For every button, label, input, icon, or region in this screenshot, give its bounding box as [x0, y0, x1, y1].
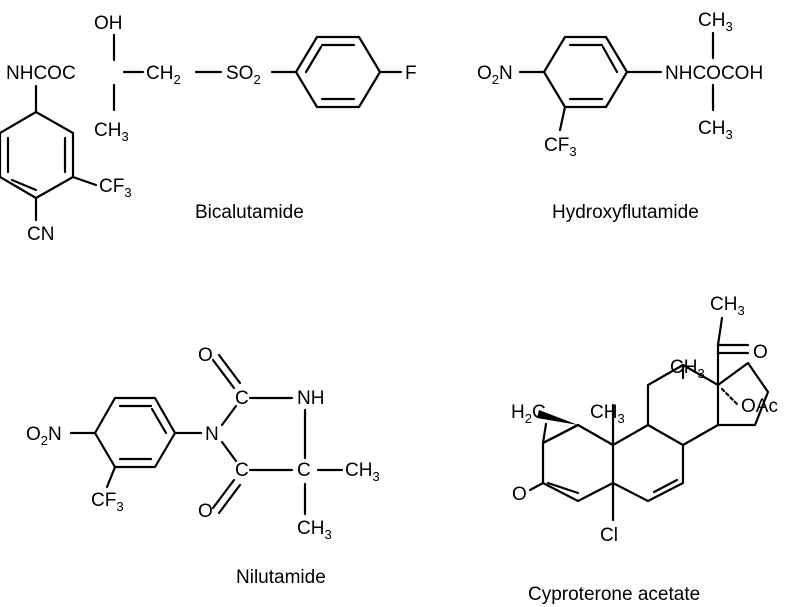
cyproterone-cl-label: Cl — [600, 525, 618, 546]
cyproterone-acetate-caption: Cyproterone acetate — [528, 584, 700, 605]
bicalutamide-amide-label: NHCOC — [6, 63, 76, 84]
bond — [211, 478, 236, 510]
cyproterone-h2c-label: H2C — [511, 402, 546, 426]
bond — [10, 178, 38, 192]
hydroxyflutamide-ch3-top-label: CH3 — [698, 10, 733, 34]
nilutamide-o2n-label: O2N — [26, 424, 62, 448]
bond — [217, 353, 242, 385]
bond — [528, 481, 545, 492]
cyanophenyl-ring — [0, 110, 75, 200]
hydroxyflutamide-amide-label: NHCOCOH — [665, 63, 763, 84]
bond — [558, 105, 567, 132]
nilutamide-o-top-label: O — [198, 345, 213, 366]
cyproterone-ch3-c10-label: CH3 — [590, 402, 625, 426]
bond — [217, 483, 242, 515]
bond — [652, 478, 679, 494]
hydroxyflutamide-cf3-label: CF3 — [544, 135, 577, 159]
ring-d — [716, 361, 770, 427]
nitrophenyl-ring — [542, 35, 629, 109]
fluorophenyl-ring — [294, 35, 382, 109]
nilutamide-n-label: N — [205, 424, 219, 445]
bicalutamide-f-label: F — [405, 63, 417, 84]
cyproterone-ch3-top-label: CH3 — [710, 294, 745, 318]
bicalutamide-cf3-label: CF3 — [99, 176, 132, 200]
nilutamide-nh-label: NH — [297, 388, 324, 409]
bicalutamide-structure: OH NHCOC CH2 SO2 F CH3 CF3 CN Bicalutami… — [0, 13, 417, 245]
nilutamide-c-top-label: C — [235, 388, 249, 409]
bicalutamide-ch3-label: CH3 — [94, 120, 129, 144]
nilutamide-cf3-label: CF3 — [91, 490, 124, 514]
bond — [220, 440, 238, 463]
bond — [304, 45, 323, 74]
bond — [716, 316, 724, 347]
nilutamide-ch3-right-label: CH3 — [345, 460, 380, 484]
bicalutamide-caption: Bicalutamide — [195, 202, 304, 223]
nilutamide-o-bottom-label: O — [198, 501, 213, 522]
hydroxyflutamide-ch3-bottom-label: CH3 — [698, 118, 733, 142]
bicalutamide-oh-label: OH — [94, 13, 123, 34]
bond — [105, 465, 117, 489]
nilutamide-ch3-bottom-label: CH3 — [297, 518, 332, 542]
wedge-bond — [537, 410, 578, 425]
ring-c — [646, 363, 720, 447]
bond — [211, 358, 236, 390]
nilutamide-c-right-label: C — [297, 460, 311, 481]
cyproterone-oac-label: OAc — [741, 396, 778, 417]
ring-b — [576, 423, 685, 503]
bicalutamide-so2-label: SO2 — [226, 63, 261, 87]
bicalutamide-cn-label: CN — [27, 224, 54, 245]
bond — [541, 423, 580, 445]
nilutamide-caption: Nilutamide — [236, 567, 326, 588]
bond — [150, 407, 168, 435]
cyproterone-o-ring-label: O — [512, 484, 527, 505]
hydroxyflutamide-o2n-label: O2N — [477, 63, 513, 87]
bond — [601, 45, 619, 74]
nitrophenyl-ring — [93, 396, 177, 469]
bond — [220, 404, 238, 427]
cyproterone-o-ketone-label: O — [753, 342, 768, 363]
bond — [71, 175, 98, 187]
nilutamide-structure: O C NH O2N N C C CH3 O CF3 CH3 Nilutamid… — [26, 345, 380, 588]
cyproterone-acetate-structure: CH3 O CH3 OAc H2C CH3 O Cl Cyproterone a… — [511, 294, 778, 605]
hydroxyflutamide-caption: Hydroxyflutamide — [552, 202, 699, 223]
bond — [546, 481, 580, 495]
nilutamide-c-left-label: C — [235, 460, 249, 481]
bond — [541, 422, 548, 445]
bicalutamide-ch2-label: CH2 — [146, 63, 181, 87]
dashed-bond — [720, 387, 740, 407]
hydroxyflutamide-structure: CH3 O2N NHCOCOH CH3 CF3 Hydroxyflutamide — [477, 10, 763, 223]
